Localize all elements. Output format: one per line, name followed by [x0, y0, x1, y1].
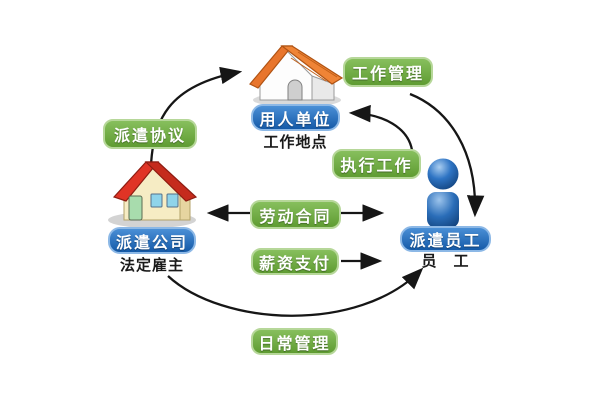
execute-work-label: 执行工作 — [332, 149, 421, 179]
employee-caption: 员 工 — [421, 252, 470, 270]
company-house-icon — [108, 161, 198, 228]
salary-payment-label: 薪资支付 — [251, 248, 339, 275]
work-location-caption: 工作地点 — [263, 133, 328, 151]
arrow-execute-work — [348, 104, 414, 151]
employer-house-icon — [249, 45, 344, 107]
legal-employer-caption: 法定雇主 — [119, 256, 184, 274]
dispatch-employee-label: 派遣员工 — [400, 226, 491, 252]
arrow-daily-management — [167, 267, 424, 317]
employer-unit-label: 用人单位 — [251, 104, 340, 131]
arrow-dispatch-agreement — [149, 66, 243, 165]
dispatch-company-label: 派遣公司 — [108, 227, 196, 254]
dispatch-agreement-label: 派遣协议 — [103, 119, 197, 149]
labor-contract-label: 劳动合同 — [250, 200, 341, 229]
employee-person-icon — [427, 158, 459, 228]
work-management-label: 工作管理 — [343, 57, 433, 87]
arrow-work-management — [409, 92, 485, 218]
daily-management-label: 日常管理 — [251, 328, 338, 355]
